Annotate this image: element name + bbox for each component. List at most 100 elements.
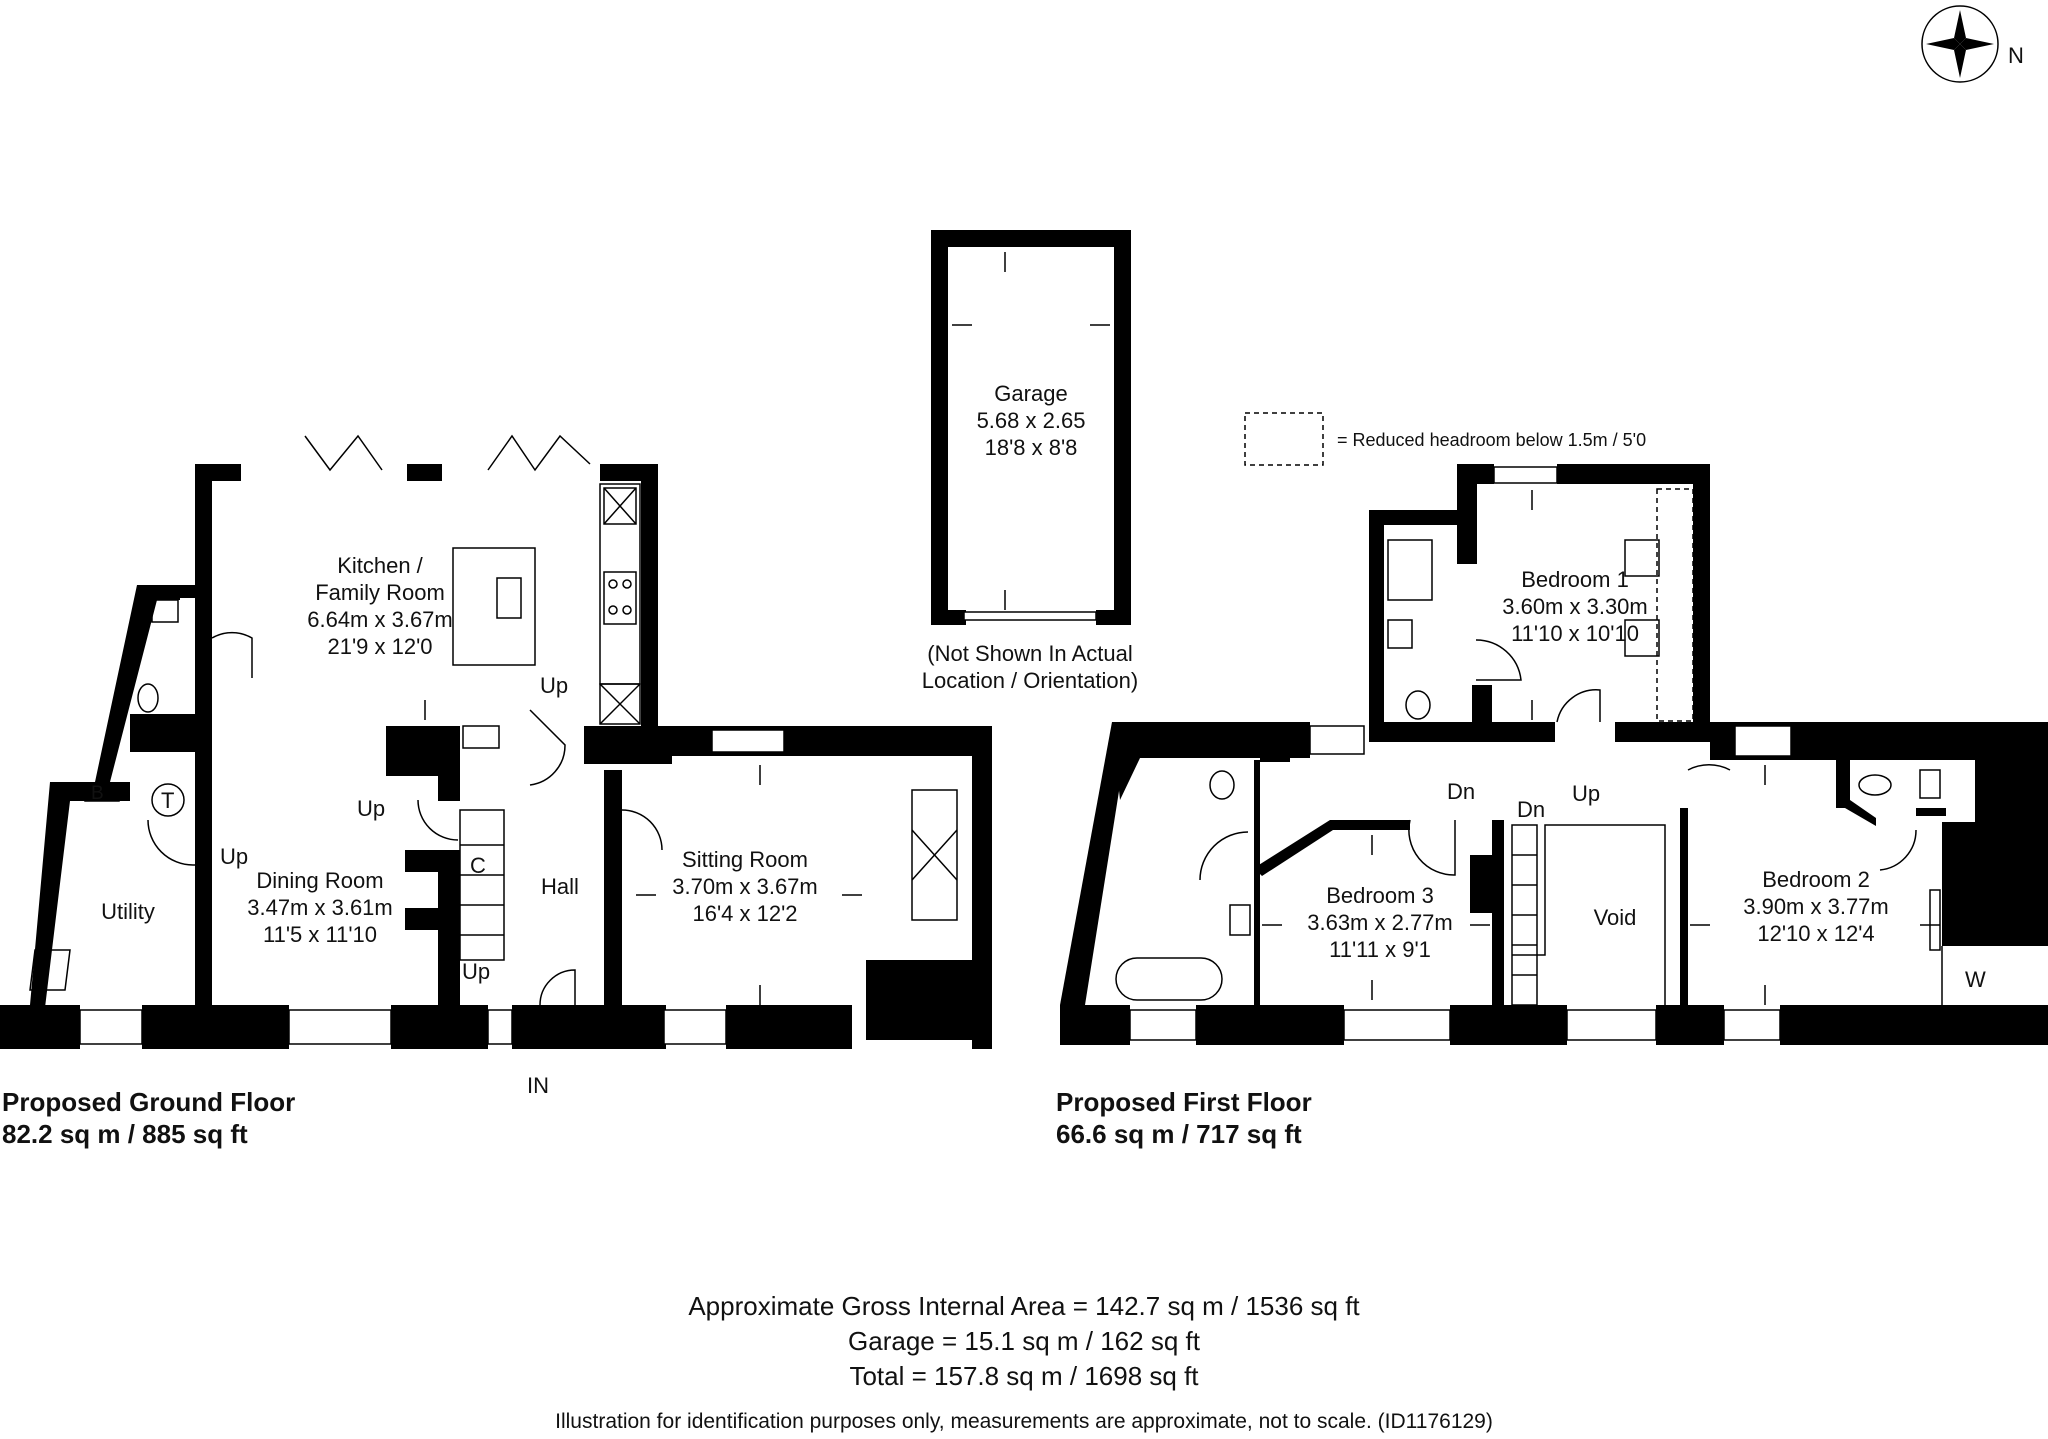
first-south-wall-4: [1656, 1005, 1724, 1045]
compass-rose-icon: [1926, 10, 1994, 78]
sitting-imperial: 16'4 x 12'2: [692, 901, 798, 926]
bed2-window-south: [1723, 1009, 1781, 1041]
utility-label: Utility: [101, 899, 155, 924]
wc2-door-swing: [1879, 829, 1917, 871]
sitting-label: Sitting Room 3.70m x 3.67m 16'4 x 12'2: [640, 846, 850, 927]
landing-dn-marker-1: Dn: [1447, 779, 1476, 804]
boiler-box-icon: [84, 783, 120, 802]
garage-note-line2: Location / Orientation): [921, 668, 1139, 693]
garage-note: (Not Shown In Actual Location / Orientat…: [880, 640, 1180, 694]
bed3-door-swing: [1408, 819, 1456, 876]
bedroom1-metric: 3.60m x 3.30m: [1502, 594, 1648, 619]
compass-north-label: N: [2008, 43, 2024, 68]
bifold-doors-east: [487, 434, 591, 472]
bedroom3-label: Bedroom 3 3.63m x 2.77m 11'11 x 9'1: [1285, 882, 1475, 963]
wc2-wall: [1836, 760, 1876, 826]
landing-window: [1566, 1009, 1657, 1041]
bedroom2-label: Bedroom 2 3.90m x 3.77m 12'10 x 12'4: [1716, 866, 1916, 947]
wc2-basin-icon: [1919, 769, 1941, 799]
kitchen-worktop: [599, 483, 641, 685]
bed2-door-swing: [1687, 764, 1731, 771]
kitchen-north-wall-a: [195, 464, 241, 481]
tank-marker: T: [161, 788, 175, 813]
dining-window: [288, 1009, 392, 1045]
dining-pier-b: [405, 908, 440, 930]
kitchen-imperial: 21'9 x 12'0: [327, 634, 433, 659]
bedroom1-name: Bedroom 1: [1521, 567, 1629, 592]
dining-door-swing: [417, 799, 459, 841]
sitting-window-south: [663, 1009, 727, 1045]
bath-tub-icon: [1115, 957, 1223, 1001]
first-ne-block: [1975, 722, 2048, 822]
void-outline: [1512, 824, 1666, 1005]
garage-north-wall: [931, 230, 1131, 247]
hall-side-light-a: [487, 1009, 513, 1045]
bed3-window-north: [1309, 725, 1365, 755]
bedroom2-imperial: 12'10 x 12'4: [1757, 921, 1875, 946]
ensuite-door-pier: [1472, 685, 1492, 725]
kitchen-north-pier: [407, 464, 442, 481]
first-floor-title: Proposed First Floor: [1056, 1087, 1312, 1117]
first-south-wall-2: [1196, 1005, 1344, 1045]
ensuite-shower-icon: [1387, 539, 1433, 601]
ground-south-wall-3: [391, 1005, 488, 1049]
wc-south-wall: [130, 714, 212, 752]
bedroom1-imperial: 11'10 x 10'10: [1511, 621, 1639, 646]
sitting-metric: 3.70m x 3.67m: [672, 874, 818, 899]
bath-basin-icon: [1229, 904, 1251, 936]
bedroom3-metric: 3.63m x 2.77m: [1307, 910, 1453, 935]
bed3-chimney: [1470, 855, 1495, 913]
hall-door-swing: [529, 709, 566, 786]
sitting-north-wall: [584, 726, 988, 756]
hob-icon: [603, 571, 637, 625]
garage-name: Garage: [994, 381, 1068, 406]
ensuite-north-wall: [1369, 510, 1474, 525]
gross-area-text: Approximate Gross Internal Area = 142.7 …: [688, 1291, 1360, 1321]
legend-text: = Reduced headroom below 1.5m / 5'0: [1337, 430, 1647, 450]
landing-up-marker: Up: [1572, 781, 1601, 806]
ensuite-basin-icon: [1387, 619, 1413, 649]
garage-note-line1: (Not Shown In Actual: [927, 641, 1133, 666]
bed2-window-north: [1734, 725, 1792, 757]
ground-floor-area: 82.2 sq m / 885 sq ft: [2, 1119, 248, 1149]
garage-south-pier-a: [931, 610, 966, 625]
utility-door-swing: [147, 819, 203, 866]
hall-east-wall: [604, 770, 622, 1008]
legend-swatch: [1244, 412, 1324, 466]
entrance-marker: IN: [527, 1073, 549, 1098]
first-angled-west-wall: [1060, 722, 1130, 1005]
dining-pier-a: [405, 850, 440, 872]
bed1-north-wall-b: [1557, 464, 1710, 484]
bed3-east-wall: [1492, 820, 1504, 1005]
bed1-door-swing: [1556, 689, 1601, 723]
dining-label: Dining Room 3.47m x 3.61m 11'5 x 11'10: [220, 867, 420, 948]
fireplace: [911, 789, 958, 921]
boiler-marker: B: [91, 783, 104, 804]
garage-door: [963, 611, 1097, 621]
door-jamb-west: [580, 1005, 596, 1049]
first-floor-area: 66.6 sq m / 717 sq ft: [1056, 1119, 1302, 1149]
sitting-door-swing: [621, 809, 663, 851]
velux-window-2: [1624, 619, 1660, 657]
utility-window: [79, 1009, 143, 1045]
dining-imperial: 11'5 x 11'10: [262, 922, 377, 947]
wc2-toilet-icon: [1858, 774, 1892, 796]
void-label: Void: [1593, 905, 1637, 930]
ensuite-door-swing: [1475, 639, 1522, 681]
wardrobe-marker: W: [1965, 967, 1986, 992]
garage-east-wall: [1114, 230, 1131, 625]
hall-window-north: [462, 725, 500, 749]
bed1-reduced-headroom: [1656, 488, 1694, 722]
disclaimer-text: Illustration for identification purposes…: [555, 1410, 1493, 1433]
bed2-west-wall: [1680, 808, 1688, 1008]
total-area-text: Total = 157.8 sq m / 1698 sq ft: [849, 1361, 1199, 1391]
bed3-angled-wall: [1254, 820, 1410, 876]
bedroom1-label: Bedroom 1 3.60m x 3.30m 11'10 x 10'10: [1480, 566, 1670, 647]
ground-south-wall-6: [726, 1005, 852, 1049]
dining-metric: 3.47m x 3.61m: [247, 895, 393, 920]
wc-door-swing: [211, 631, 253, 678]
bifold-doors-west: [304, 434, 383, 472]
hall-west-wall: [438, 726, 460, 801]
bedroom2-metric: 3.90m x 3.77m: [1743, 894, 1889, 919]
first-mid-wall-b: [1615, 722, 1710, 742]
